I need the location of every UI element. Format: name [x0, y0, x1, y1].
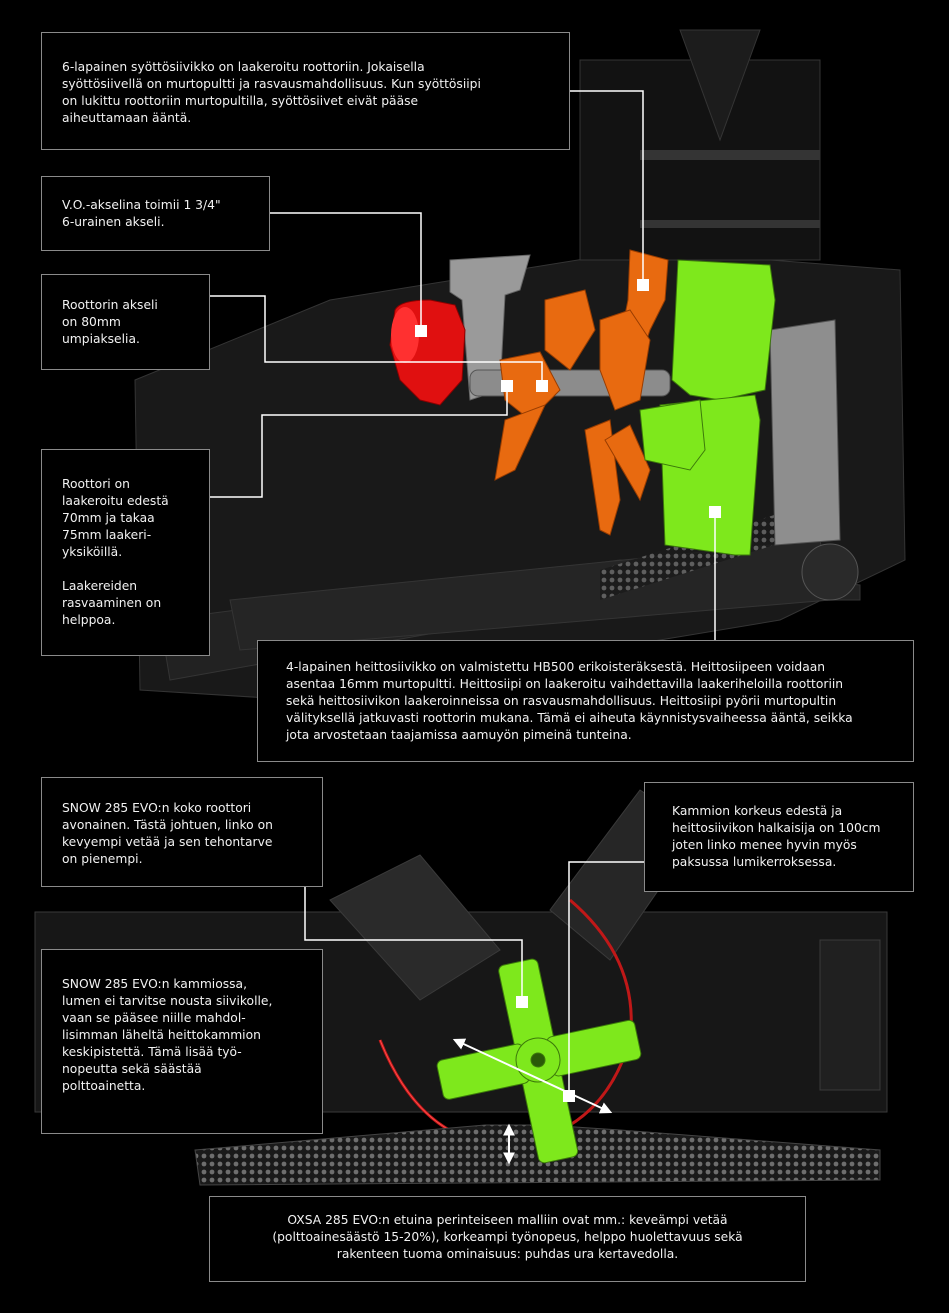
- callout-summary: OXSA 285 EVO:n etuina perinteiseen malli…: [209, 1196, 806, 1282]
- red-gearbox: [389, 299, 466, 406]
- callout-rotor-shaft: Roottorin akseli on 80mm umpiakselia.: [41, 274, 210, 370]
- callout-feeder-rotor: 6-lapainen syöttösiivikko on laakeroitu …: [41, 32, 570, 150]
- orange-feeder: [494, 249, 669, 536]
- callout-pto-shaft: V.O.-akselina toimii 1 3/4" 6-urainen ak…: [41, 176, 270, 251]
- leader-lines: [210, 90, 716, 1096]
- green-impeller-top: [639, 259, 776, 556]
- skid-disc: [801, 543, 859, 601]
- rear-plate: [769, 319, 841, 546]
- dimension-arrows: [452, 1038, 613, 1165]
- callout-chamber-height: Kammion korkeus edestä ja heittosiivikon…: [644, 782, 914, 892]
- callout-impeller: 4-lapainen heittosiivikko on valmistettu…: [257, 640, 914, 762]
- callout-rotor-bearings: Roottori on laakeroitu edestä 70mm ja ta…: [41, 449, 210, 656]
- callout-open-rotor: SNOW 285 EVO:n koko roottori avonainen. …: [41, 777, 323, 887]
- callout-chamber: SNOW 285 EVO:n kammiossa, lumen ei tarvi…: [41, 949, 323, 1134]
